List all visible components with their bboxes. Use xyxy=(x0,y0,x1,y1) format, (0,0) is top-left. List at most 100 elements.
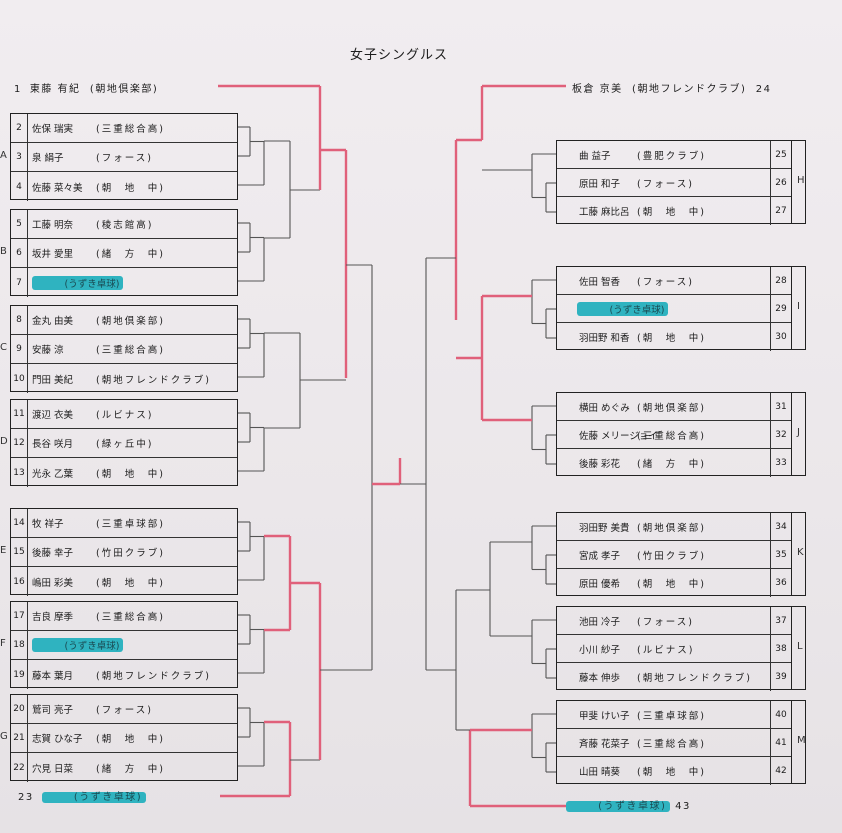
player-name: 長谷 咲月 xyxy=(32,439,74,450)
player-number: 31 xyxy=(770,393,791,420)
player-number: 21 xyxy=(11,724,28,752)
player-number: 22 xyxy=(11,753,28,782)
player-name: 羽田野 美貴 xyxy=(579,522,630,534)
player-row: 9 安藤 涼 (三重総合高) xyxy=(11,335,237,364)
group-label-column xyxy=(792,392,806,476)
player-row: 山田 晴葵(朝 地 中)42 xyxy=(557,757,791,785)
group-label-column xyxy=(792,700,806,784)
player-club: (うずき卓球) xyxy=(64,278,120,290)
player-number: 14 xyxy=(11,509,28,537)
player-club: (三重総合高) xyxy=(96,612,165,623)
player-number: 2 xyxy=(11,114,28,142)
player-row: 小川 紗子(ルビナス)38 xyxy=(557,635,791,663)
player-number: 18 xyxy=(11,631,28,659)
player-name: 原田 優希 xyxy=(579,579,621,590)
player-number: 7 xyxy=(11,268,28,297)
player-name: 安藤 涼 xyxy=(32,345,64,356)
player-row: 7 (うずき卓球) xyxy=(11,268,237,297)
player-row: 甲斐 けい子(三重卓球部)40 xyxy=(557,701,791,729)
player-club: (フォース) xyxy=(96,705,153,716)
player-club: (朝 地 中) xyxy=(637,767,706,778)
player-name: 佐保 瑞実 xyxy=(32,124,74,135)
entry-club: (朝地フレンドクラブ) xyxy=(632,84,747,95)
player-number: 25 xyxy=(770,141,791,168)
highlighted-entry: (うずき卓球) xyxy=(577,301,669,316)
player-name: 甲斐 けい子 xyxy=(579,710,630,722)
player-name: 穴見 日菜 xyxy=(32,763,74,775)
player-row: 池田 冷子(フォース)37 xyxy=(557,607,791,635)
player-number: 3 xyxy=(11,143,28,171)
player-name: 斉藤 花菜子 xyxy=(579,738,630,750)
player-number: 15 xyxy=(11,538,28,566)
player-club: (竹田クラブ) xyxy=(96,548,165,559)
group-label-column xyxy=(792,606,806,690)
player-number: 27 xyxy=(770,197,791,225)
player-row: 藤本 伸歩(朝地フレンドクラブ)39 xyxy=(557,663,791,691)
player-name: 工藤 明奈 xyxy=(32,220,74,231)
player-name: 後藤 彩花 xyxy=(579,459,621,470)
player-number: 10 xyxy=(11,364,28,393)
player-club: (三重卓球部) xyxy=(96,519,165,530)
player-number: 17 xyxy=(11,602,28,630)
player-name: 嶋田 彩美 xyxy=(32,577,74,589)
player-club: (朝地フレンドクラブ) xyxy=(637,673,752,684)
player-name: 工藤 麻比呂 xyxy=(579,207,630,218)
player-row: 原田 和子(フォース)26 xyxy=(557,169,791,197)
seed-entry-23: 23 (うずき卓球) xyxy=(18,788,147,803)
player-club: (三重総合高) xyxy=(637,738,706,750)
player-club: (フォース) xyxy=(637,178,694,190)
player-club: (朝地倶楽部) xyxy=(637,522,706,534)
player-row: 22 穴見 日菜 (緒 方 中) xyxy=(11,753,237,782)
player-row: 宮成 孝子(竹田クラブ)35 xyxy=(557,541,791,569)
entry-number: 24 xyxy=(755,84,772,95)
player-name: 牧 祥子 xyxy=(32,519,64,530)
player-number: 9 xyxy=(11,335,28,363)
player-number: 32 xyxy=(770,421,791,448)
player-number: 4 xyxy=(11,172,28,201)
player-row: 斉藤 花菜子(三重総合高)41 xyxy=(557,729,791,757)
player-club: (三重総合高) xyxy=(96,124,165,135)
player-club: (朝 地 中) xyxy=(637,207,706,218)
player-club: (緒 方 中) xyxy=(96,763,165,775)
player-name: 藤本 葉月 xyxy=(32,670,74,682)
player-name: 佐藤 メリージョイ xyxy=(579,430,658,442)
player-name: 後藤 幸子 xyxy=(32,548,74,559)
player-row: 18 (うずき卓球) xyxy=(11,631,237,660)
player-name: 鷲司 亮子 xyxy=(32,705,74,716)
player-name: 藤本 伸歩 xyxy=(579,673,621,684)
group-label-column xyxy=(792,512,806,596)
player-name: 小川 紗子 xyxy=(579,644,621,656)
player-number: 35 xyxy=(770,541,791,568)
player-number: 20 xyxy=(11,695,28,723)
entry-number: 1 xyxy=(14,84,22,95)
player-number: 36 xyxy=(770,569,791,597)
player-number: 19 xyxy=(11,660,28,689)
player-name: 羽田野 和香 xyxy=(579,333,630,344)
player-number: 38 xyxy=(770,635,791,662)
player-row: (うずき卓球)29 xyxy=(557,295,791,323)
player-name: 曲 益子 xyxy=(579,150,611,162)
player-club: (三重総合高) xyxy=(96,345,165,356)
player-number: 8 xyxy=(11,306,28,334)
player-name: 山田 晴葵 xyxy=(579,767,621,778)
entry-club: (朝地倶楽部) xyxy=(89,84,159,95)
player-row: 後藤 彩花(緒 方 中)33 xyxy=(557,449,791,477)
entry-number: 43 xyxy=(675,801,691,812)
group-label-column xyxy=(792,266,806,350)
player-name: 志賀 ひな子 xyxy=(32,734,83,745)
group-label: I xyxy=(797,301,800,312)
seed-entry-43: (うずき卓球) 43 xyxy=(566,797,691,812)
player-number: 34 xyxy=(770,513,791,540)
player-club: (三重卓球部) xyxy=(637,710,706,722)
player-club: (朝地倶楽部) xyxy=(637,402,706,414)
